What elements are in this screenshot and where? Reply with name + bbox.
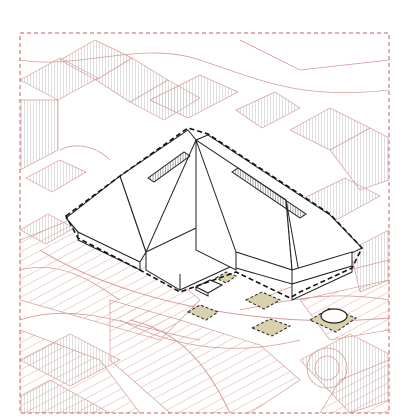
paving-patch bbox=[250, 318, 292, 337]
site-boundary bbox=[19, 32, 390, 414]
walkway bbox=[129, 319, 231, 413]
building-outline bbox=[64, 127, 363, 299]
planter-icon bbox=[320, 308, 348, 324]
paving-patch bbox=[244, 291, 282, 310]
context-layer bbox=[20, 39, 389, 413]
street-hatching bbox=[20, 219, 389, 413]
paving-patch bbox=[186, 304, 220, 321]
paving-patch bbox=[214, 271, 238, 284]
bench-icon bbox=[194, 279, 224, 297]
right-roof-skylight bbox=[231, 167, 307, 219]
left-roof-skylight bbox=[147, 151, 191, 183]
